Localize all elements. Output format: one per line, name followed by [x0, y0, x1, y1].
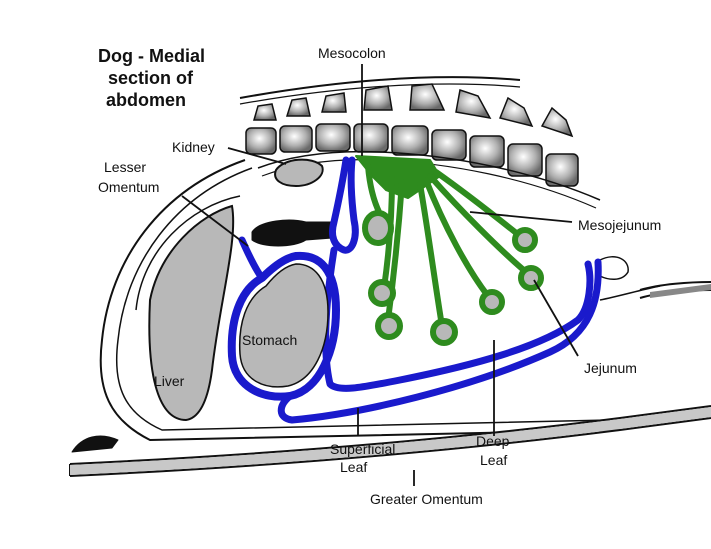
title: Dog - Medial section of abdomen	[98, 46, 205, 110]
body-wall	[69, 150, 711, 477]
spine	[239, 76, 579, 187]
label-mesocolon: Mesocolon	[318, 45, 386, 61]
leader-mesojejunum	[469, 211, 573, 223]
label-superficial-leaf-2: Leaf	[340, 459, 367, 475]
liver	[148, 204, 235, 422]
leader-jejunum	[533, 279, 579, 357]
label-lesser-omentum-1: Lesser	[104, 159, 146, 175]
stomach	[238, 263, 329, 388]
leader-kidney	[227, 147, 287, 165]
vertebral-bodies	[245, 123, 579, 187]
mesentery	[355, 155, 529, 329]
label-liver: Liver	[154, 373, 185, 389]
label-superficial-leaf-1: Superficial	[330, 441, 395, 457]
leader-lesser-omentum	[181, 195, 249, 247]
leader-lines	[181, 64, 579, 486]
liver-outline-inner	[135, 195, 241, 311]
label-deep-leaf-2: Leaf	[480, 452, 507, 468]
label-greater-omentum: Greater Omentum	[370, 491, 483, 507]
spinous-processes	[253, 83, 574, 138]
label-mesojejunum: Mesojejunum	[578, 217, 661, 233]
label-kidney: Kidney	[172, 139, 215, 155]
label-deep-leaf-1: Deep	[476, 433, 510, 449]
label-stomach: Stomach	[242, 332, 297, 348]
label-lesser-omentum-2: Omentum	[98, 179, 159, 195]
label-jejunum: Jejunum	[584, 360, 637, 376]
kidney	[274, 158, 324, 188]
pancreas-shape	[251, 219, 333, 247]
title-line-1: Dog - Medial	[98, 46, 205, 66]
title-line-2: section of	[108, 68, 194, 88]
title-line-3: abdomen	[106, 90, 186, 110]
